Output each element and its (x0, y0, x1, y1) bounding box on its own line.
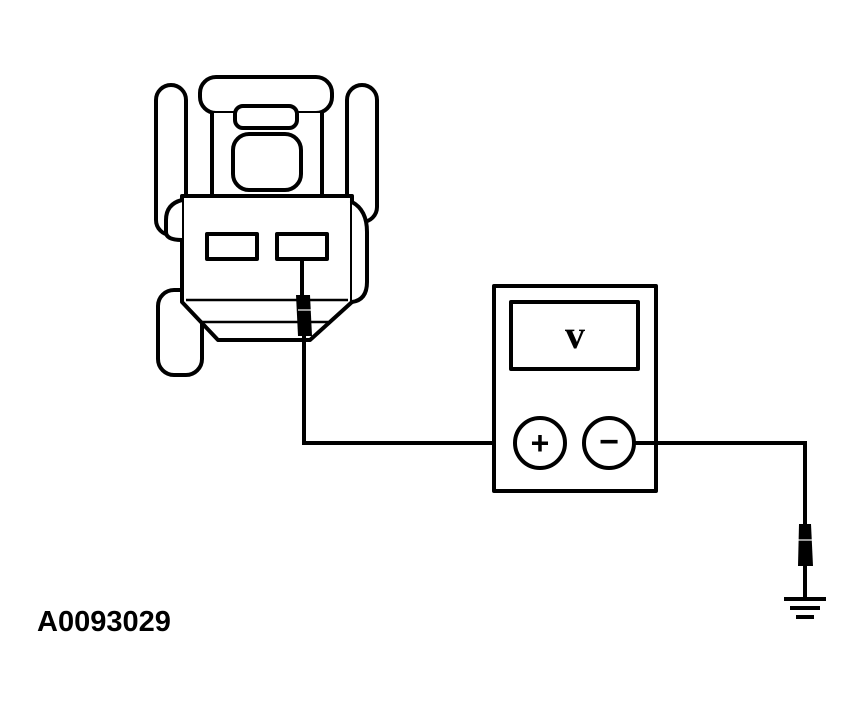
negative-lead-wire (634, 441, 807, 524)
probe-icon (296, 259, 312, 336)
ground-probe-icon (798, 524, 813, 598)
ground-icon (784, 597, 826, 619)
meter-display-symbol: v (565, 312, 585, 357)
figure-id-label: A0093029 (37, 606, 171, 638)
connector-icon (154, 75, 379, 377)
negative-terminal-label: − (599, 423, 619, 461)
positive-terminal (513, 416, 567, 470)
positive-terminal-label: + (531, 425, 550, 461)
voltmeter-icon: v + − (492, 284, 658, 493)
positive-lead-wire (302, 336, 514, 445)
